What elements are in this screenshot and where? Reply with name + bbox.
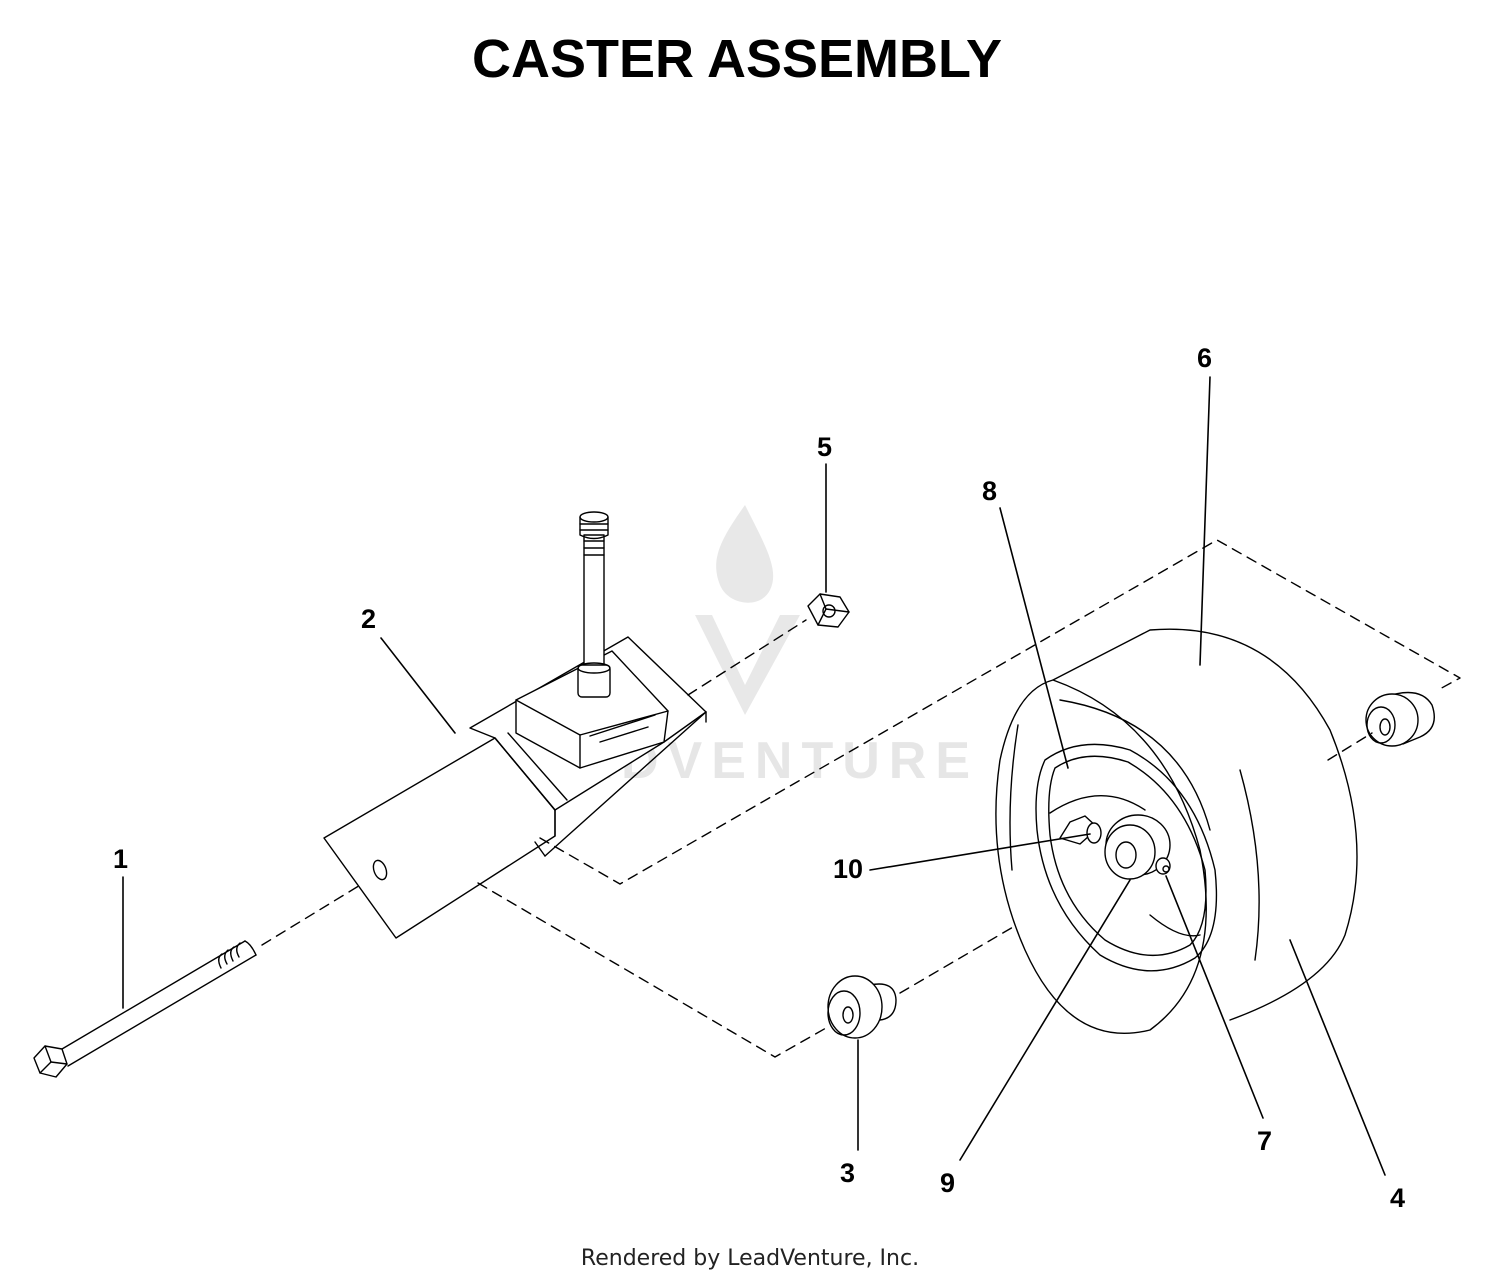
nut-alignment-line bbox=[687, 619, 807, 696]
v-logo-icon bbox=[695, 615, 800, 715]
callout-3: 3 bbox=[840, 1158, 855, 1188]
footer-credit: Rendered by LeadVenture, Inc. bbox=[580, 1246, 920, 1271]
part-9-bearing bbox=[1104, 814, 1171, 880]
bolt-alignment-line bbox=[261, 875, 376, 946]
leader-2 bbox=[380, 637, 456, 734]
callout-6: 6 bbox=[1197, 343, 1212, 373]
callout-8: 8 bbox=[982, 476, 997, 506]
callout-9: 9 bbox=[940, 1168, 955, 1198]
part-4-wheel-tire bbox=[995, 628, 1358, 1034]
diagram-title: CASTER ASSEMBLY bbox=[471, 29, 1003, 89]
leader-6 bbox=[1199, 376, 1211, 666]
callout-10: 10 bbox=[833, 854, 863, 884]
callout-5: 5 bbox=[817, 432, 832, 462]
callout-7: 7 bbox=[1257, 1126, 1272, 1156]
leader-7 bbox=[1165, 875, 1264, 1119]
callout-2: 2 bbox=[361, 604, 376, 634]
leader-10 bbox=[869, 833, 1091, 871]
part-5-hex-nut bbox=[807, 593, 850, 628]
leader-lines bbox=[122, 376, 1386, 1176]
leader-8 bbox=[999, 507, 1069, 769]
part-2-caster-fork bbox=[323, 511, 707, 939]
spacer-right bbox=[1365, 691, 1435, 747]
leader-9 bbox=[959, 879, 1131, 1161]
leader-4 bbox=[1289, 939, 1386, 1176]
axle-alignment-upper bbox=[539, 539, 1461, 885]
part-1-bolt bbox=[33, 940, 257, 1078]
part-3-spacer-left bbox=[827, 975, 897, 1039]
part-7-set-screw bbox=[1155, 857, 1171, 875]
callout-4: 4 bbox=[1390, 1183, 1405, 1213]
flame-logo-icon bbox=[716, 505, 774, 603]
axle-alignment-lower bbox=[477, 882, 827, 1058]
callout-numbers: 1 2 3 4 5 6 7 8 9 10 bbox=[113, 343, 1405, 1213]
right-spacer-alignment-line bbox=[1327, 732, 1373, 761]
callout-1: 1 bbox=[113, 844, 128, 874]
part-8-wheel-rim bbox=[1035, 743, 1218, 972]
